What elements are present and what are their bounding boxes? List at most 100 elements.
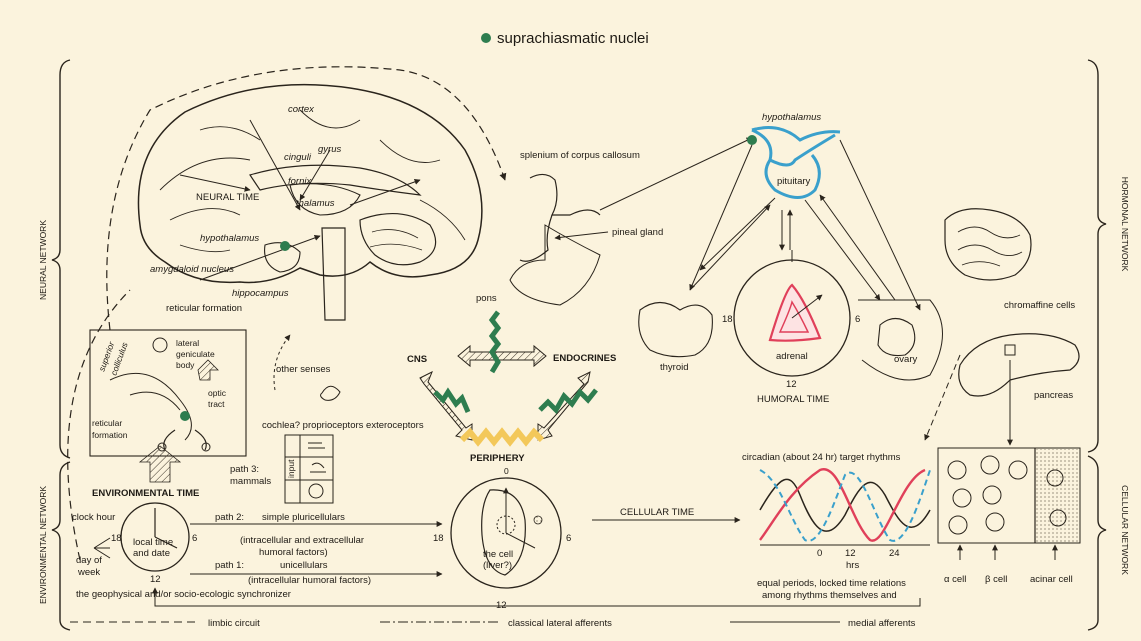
label-env-time: ENVIRONMENTAL TIME (92, 488, 199, 499)
label-ovary: ovary (894, 354, 917, 365)
label-acinar-cell: acinar cell (1030, 574, 1073, 585)
pancreas-illustration (959, 334, 1079, 396)
label-path1-a: path 1: (215, 560, 244, 571)
left-bracket (52, 60, 70, 630)
rhythms-plot (760, 469, 930, 545)
label-neural-time: NEURAL TIME (196, 192, 259, 203)
hormonal-arrows (690, 140, 920, 310)
label-splenium: splenium of corpus callosum (520, 150, 640, 161)
label-reticular-formation: reticular formation (166, 303, 242, 314)
humoral-clock-12: 12 (786, 379, 797, 390)
legend-lateral: classical lateral afferents (508, 618, 612, 629)
rhythms-tick-12: 12 (845, 548, 856, 559)
label-gyrus: gyrus (318, 144, 341, 155)
pineal-illustration (510, 174, 600, 305)
label-fornix: fornix (288, 176, 312, 187)
label-cinguli: cinguli (284, 152, 312, 163)
label-amygdaloid: amygdaloid nucleus (150, 264, 234, 275)
env-to-visual-arrow (140, 446, 180, 482)
label-path1-b: unicellulars (280, 560, 328, 571)
label-path2-d: humoral factors) (259, 547, 328, 558)
cell-clock-6: 6 (566, 533, 571, 544)
label-hypothalamus-brain: hypothalamus (200, 233, 259, 244)
hormonal-network-label: HORMONAL NETWORK (1120, 177, 1130, 272)
intestine-illustration (945, 209, 1031, 280)
label-path2-a: path 2: (215, 512, 244, 523)
label-input: input (286, 459, 296, 478)
label-day-of: day of (76, 555, 102, 566)
cell-clock-18: 18 (433, 533, 444, 544)
label-thyroid: thyroid (660, 362, 689, 373)
label-other-senses: other senses (276, 364, 331, 375)
label-endocrines: ENDOCRINES (553, 353, 616, 364)
label-body: body (176, 360, 195, 370)
thyroid-illustration (639, 303, 713, 357)
label-the-cell: the cell (483, 549, 513, 560)
env-clock-12: 12 (150, 574, 161, 585)
label-clock-hour: clock hour (72, 512, 115, 523)
label-synchronizer: the geophysical and/or socio-ecologic sy… (76, 589, 291, 600)
label-tract: tract (208, 399, 225, 409)
humoral-clock-18: 18 (722, 314, 733, 325)
center-arrows (420, 312, 596, 442)
label-path2-b: simple pluricellulars (262, 512, 345, 523)
label-receptors: cochlea? proprioceptors exteroceptors (262, 420, 424, 431)
cell-clock (451, 478, 561, 588)
label-cellular-time: CELLULAR TIME (620, 507, 694, 518)
label-pons: pons (476, 293, 497, 304)
label-beta-cell: β cell (985, 574, 1007, 585)
rhythms-tick-0: 0 (817, 548, 822, 559)
rhythms-unit: hrs (846, 560, 859, 571)
legend-medial: medial afferents (848, 618, 916, 629)
label-cortex: cortex (288, 104, 315, 115)
rhythms-tick-24: 24 (889, 548, 900, 559)
right-bracket (1088, 60, 1106, 630)
label-path3-b: mammals (230, 476, 271, 487)
label-path1-c: (intracellular humoral factors) (248, 575, 371, 586)
hypothalamus-pituitary (747, 128, 840, 198)
label-local-time: local time (133, 537, 173, 548)
label-top-zero: 0 (504, 466, 509, 476)
label-alpha-cell: α cell (944, 574, 966, 585)
env-clock-18: 18 (111, 533, 122, 544)
label-hippocampus: hippocampus (232, 288, 289, 299)
humoral-clock-6: 6 (855, 314, 860, 325)
scn-legend-dot (481, 33, 491, 43)
label-path2-c: (intracellular and extracellular (240, 535, 364, 546)
label-liver: (liver?) (483, 560, 512, 571)
label-reticular: reticular (92, 418, 122, 428)
label-geniculate: geniculate (176, 349, 215, 359)
label-thalamus: thalamus (296, 198, 335, 209)
pancreatic-tissue (938, 448, 1080, 560)
diagram-title: suprachiasmatic nuclei (497, 30, 649, 47)
label-path3-a: path 3: (230, 464, 259, 475)
ovary-illustration (878, 319, 915, 356)
label-week: week (77, 567, 100, 578)
label-pituitary: pituitary (777, 176, 811, 187)
rhythms-note-b: among rhythms themselves and (762, 590, 897, 601)
label-chromaffine: chromaffine cells (1004, 300, 1075, 311)
label-adrenal: adrenal (776, 351, 808, 362)
label-lateral: lateral (176, 338, 199, 348)
other-senses-arrow (274, 335, 290, 390)
label-hypothalamus-top: hypothalamus (762, 112, 821, 123)
label-pineal-gland: pineal gland (612, 227, 663, 238)
label-humoral-time: HUMORAL TIME (757, 394, 829, 405)
label-periphery: PERIPHERY (470, 453, 525, 464)
cellular-network-label: CELLULAR NETWORK (1120, 485, 1130, 575)
rhythms-note-a: equal periods, locked time relations (757, 578, 906, 589)
label-formation: formation (92, 430, 128, 440)
environmental-network-label: ENVIRONMENTAL NETWORK (38, 486, 48, 604)
ovary-loop (858, 300, 943, 380)
cochlea-icon (321, 386, 340, 400)
label-pancreas: pancreas (1034, 390, 1073, 401)
label-optic: optic (208, 388, 227, 398)
rhythms-title: circadian (about 24 hr) target rhythms (742, 452, 901, 463)
label-and-date: and date (133, 548, 170, 559)
label-cns: CNS (407, 354, 427, 365)
legend-limbic: limbic circuit (208, 618, 260, 629)
neural-network-label: NEURAL NETWORK (38, 220, 48, 300)
env-clock-6: 6 (192, 533, 197, 544)
